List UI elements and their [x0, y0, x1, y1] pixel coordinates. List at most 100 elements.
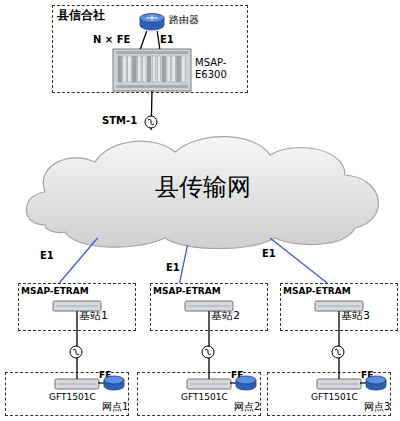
- rack-card: [172, 56, 175, 82]
- dev-shape: [55, 379, 99, 389]
- fe-wire: [360, 382, 366, 383]
- link-line: [140, 31, 147, 49]
- rack-card: [162, 56, 165, 82]
- dev-shape: [315, 301, 363, 311]
- link-label: E1: [40, 250, 54, 261]
- dev-shape: [187, 379, 231, 389]
- router-top: [104, 376, 124, 384]
- router-shape: [139, 13, 165, 31]
- station-box: 基站3MSAP-ETRAM: [280, 283, 398, 331]
- router-node: 路由器: [139, 13, 165, 31]
- node-label: MSAP-ETRAM: [153, 286, 243, 296]
- optical-circle: [145, 116, 157, 128]
- device-line: [58, 384, 96, 385]
- rack-top: [116, 51, 188, 54]
- network-cloud: 县传输网: [15, 130, 390, 250]
- rack-frame: [113, 49, 191, 91]
- optical-wave: [205, 349, 211, 354]
- optical-symbol: [70, 346, 82, 358]
- dev-shape: [185, 301, 233, 311]
- link-label: E1: [262, 248, 276, 259]
- converter-device: GFT1501C: [55, 379, 99, 389]
- router-body: [236, 380, 256, 390]
- converter-device: GFT1501C: [187, 379, 231, 389]
- node-label: 网点1: [102, 401, 134, 413]
- node-label: 网点3: [364, 401, 396, 413]
- rack-card: [133, 56, 136, 82]
- optical-symbol: [332, 346, 344, 358]
- link-line: [76, 311, 77, 379]
- rack-card: [118, 56, 121, 82]
- node-label: GFT1501C: [49, 392, 109, 402]
- link-line: [150, 91, 152, 130]
- rack-bottom: [116, 85, 188, 88]
- node-label: MSAP-E6300: [195, 57, 241, 80]
- dev-shape: [53, 301, 101, 311]
- device-line: [320, 384, 358, 385]
- device-line: [190, 384, 228, 385]
- link-label: E1: [166, 262, 180, 273]
- optical-circle: [70, 346, 82, 358]
- link-label: E1: [160, 34, 174, 45]
- rack-card: [182, 56, 185, 82]
- link-line: [208, 311, 209, 379]
- msap-device: MSAP-E6300: [113, 49, 191, 91]
- rack-card: [177, 56, 180, 82]
- converter-device: GFT1501C: [317, 379, 361, 389]
- device-body: [317, 379, 361, 389]
- station-box: 基站2MSAP-ETRAM: [150, 283, 268, 331]
- router-body: [366, 380, 386, 390]
- rack-card: [123, 56, 126, 82]
- router-icon: [104, 376, 124, 390]
- device-body: [185, 301, 233, 311]
- optical-wave: [335, 349, 341, 354]
- router-icon: [236, 376, 256, 390]
- optical-wave: [148, 119, 154, 124]
- link-line: [59, 238, 97, 283]
- device-body: [187, 379, 231, 389]
- device-body: [315, 301, 363, 311]
- router-icon: [366, 376, 386, 390]
- rack-shape: [113, 49, 191, 91]
- device-line: [318, 306, 360, 307]
- node-label: MSAP-ETRAM: [21, 286, 111, 296]
- fe-wire: [98, 382, 104, 383]
- link-label: N × FE: [93, 34, 130, 45]
- etram-device: MSAP-ETRAM: [185, 301, 233, 311]
- station-box: 基站1MSAP-ETRAM: [18, 283, 136, 331]
- device-line: [56, 306, 98, 307]
- rack-card: [167, 56, 170, 82]
- etram-device: MSAP-ETRAM: [315, 301, 363, 311]
- optical-symbol: [202, 346, 214, 358]
- optical-symbol: [145, 116, 157, 128]
- router-mark: [146, 16, 158, 21]
- device-body: [55, 379, 99, 389]
- dev-shape: [317, 379, 361, 389]
- router-body: [104, 380, 124, 390]
- node-label: 网点2: [234, 401, 266, 413]
- link-label: STM-1: [102, 115, 137, 126]
- rack-card: [157, 56, 160, 82]
- node-label: MSAP-ETRAM: [283, 286, 373, 296]
- rack-card: [143, 56, 146, 82]
- node-label: 基站1: [79, 310, 129, 323]
- node-label: 县信合社: [57, 9, 137, 23]
- site-box: 县信合社路由器 MSAP-E6300: [52, 5, 248, 93]
- rack-card: [138, 56, 141, 82]
- fe-wire: [230, 382, 236, 383]
- port-label: FE: [231, 371, 243, 381]
- rack-card: [152, 56, 155, 82]
- etram-device: MSAP-ETRAM: [53, 301, 101, 311]
- port-label: FE: [99, 371, 111, 381]
- router-top: [140, 14, 164, 23]
- device-line: [188, 306, 230, 307]
- rack-card: [128, 56, 131, 82]
- node-label: 基站3: [341, 310, 391, 323]
- router-top: [366, 376, 386, 384]
- node-label: 基站2: [211, 310, 261, 323]
- port-label: FE: [361, 371, 373, 381]
- optical-circle: [332, 346, 344, 358]
